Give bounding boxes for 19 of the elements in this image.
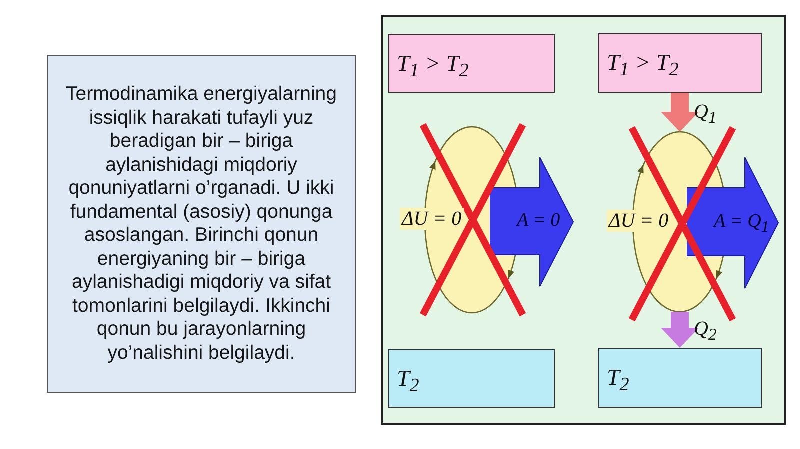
edge-label: Q$_{2}$ [694, 319, 717, 344]
equation-label: A = 0 [517, 211, 560, 230]
reservoir-box [598, 348, 762, 408]
edge-label: Q$_{1}$ [694, 102, 717, 126]
temperature-label: T$_{1}$ > T$_{2}$ [397, 52, 469, 80]
temperature-label: T$_{2}$ [397, 366, 420, 396]
temperature-label: T$_{2}$ [607, 366, 630, 395]
heat-flow-arrow [661, 312, 699, 348]
reservoir-box [598, 33, 762, 93]
reservoir-box [388, 34, 555, 93]
equation-label: ΔU = 0 [400, 208, 464, 230]
description-text: Termodinamika energiyalarning issiqlik harakati tufayli yuz beradigan bir – biriga aylanishidagi miqdoriy qonuniyatlarni o’rganadi. U ikki fundamental (asosiy) qonunga asoslangan. Birinchi qonun energiyaning bir – biriga aylanishadigi miqdoriy va sifat tomonlarini belgilaydi. Ikkinchi qonun bu jarayonlarning yo’nalishini belgilaydi. [65, 83, 338, 365]
equation-label: ΔU = 0 [607, 210, 671, 232]
temperature-label: T$_{1}$ > T$_{2}$ [607, 51, 679, 80]
heat-flow-arrow [661, 93, 699, 132]
reservoir-box [388, 349, 555, 408]
illustration-panel [381, 15, 786, 425]
note-card [47, 55, 356, 393]
equation-label: A = Q$_{1}$ [714, 212, 770, 236]
